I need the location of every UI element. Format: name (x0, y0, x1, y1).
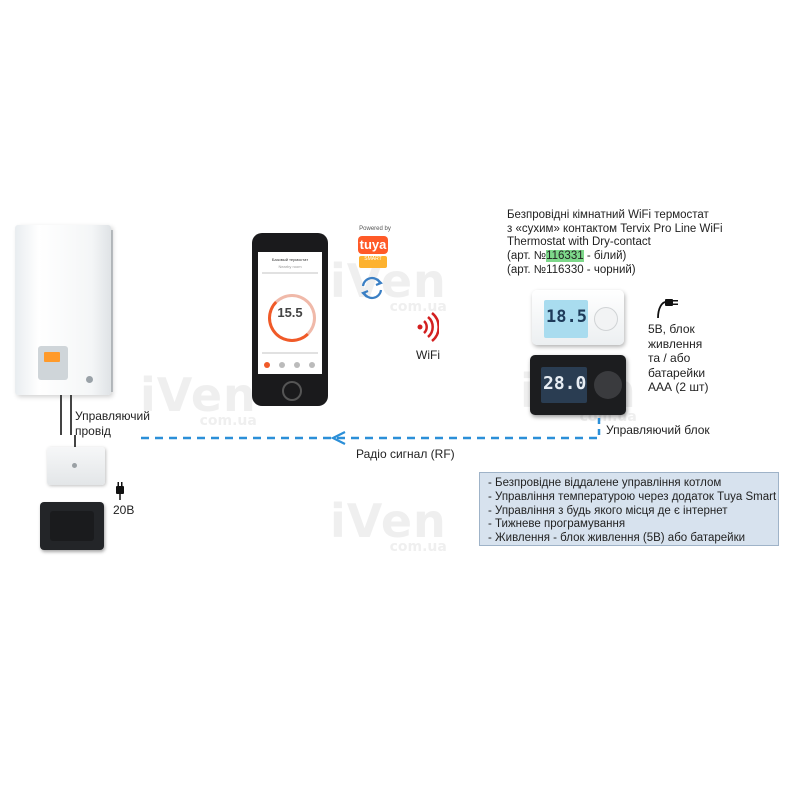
home-button[interactable] (282, 381, 302, 401)
thermostat-black-screen (541, 367, 587, 403)
features-box: - Безпровідне віддалене управління котло… (479, 472, 779, 546)
voltage-label: 20В (113, 503, 135, 517)
power-button[interactable] (264, 362, 270, 368)
thermostat-black-buttons[interactable] (594, 371, 622, 399)
powered-by-text: Powered by (359, 226, 391, 232)
app-title: Базовый термостат (271, 257, 309, 262)
settings-button[interactable] (309, 362, 315, 368)
article-white: (арт. №116331 - білий) (507, 250, 627, 263)
app-divider (262, 272, 318, 274)
app-temperature: 15.5 (277, 305, 303, 320)
mode-button[interactable] (279, 362, 285, 368)
sync-arrows-icon (361, 276, 383, 300)
thermostat-black-temperature: 28.0 (543, 373, 587, 394)
receiver-white (47, 447, 105, 485)
wifi-icon (417, 312, 439, 342)
temperature-dial (268, 294, 316, 342)
control-unit-label: Управляючий блок (606, 423, 710, 437)
receiver-black (40, 502, 104, 550)
thermostat-white-buttons[interactable] (594, 307, 618, 331)
article-black: (арт. №116330 - чорний) (507, 263, 636, 276)
feature-item: - Управління температурою через додаток … (488, 490, 777, 503)
power-plug-icon (116, 482, 124, 500)
feature-item: - Живлення - блок живлення (5В) або бата… (488, 532, 746, 545)
schedule-button[interactable] (294, 362, 300, 368)
wifi-label: WiFi (416, 348, 440, 362)
thermostat-white-temperature: 18.5 (546, 307, 587, 327)
boiler-display (44, 352, 60, 362)
feature-item: - Тижневе програмування (488, 518, 626, 531)
tuya-smart-badge: SMART (359, 256, 387, 268)
feature-item: - Управління з будь якого місця де є інт… (488, 504, 728, 517)
control-wire (74, 435, 76, 447)
control-wire-label: Управляючий провід (75, 409, 150, 438)
boiler-knob (86, 376, 93, 383)
tuya-logo: tuya (358, 236, 388, 254)
product-description: Безпровідні кімнатний WiFi термостат з «… (507, 209, 723, 276)
radio-signal-label: Радіо сигнал (RF) (356, 447, 455, 461)
app-subtitle: Nearby room (278, 264, 302, 269)
article-number-highlight: 116331 (546, 250, 584, 263)
app-divider (262, 352, 318, 354)
boiler-control-panel (38, 346, 68, 380)
boiler-pipe (70, 395, 72, 435)
power-plug-icon (657, 299, 678, 319)
power-info: 5В, блок живлення та / або батарейки ААА… (648, 322, 709, 394)
boiler-pipe (60, 395, 62, 435)
feature-item: - Безпровідне віддалене управління котло… (488, 477, 722, 489)
thermostat-white-screen (544, 300, 588, 338)
